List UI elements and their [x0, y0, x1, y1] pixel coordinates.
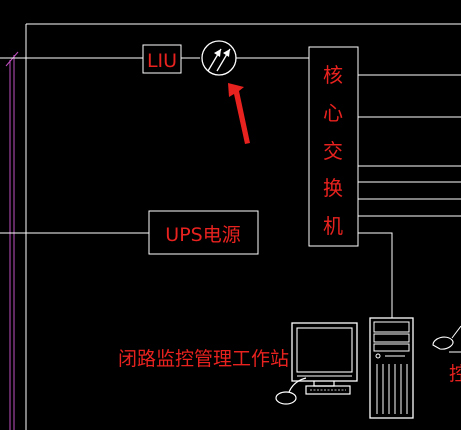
core-switch-box [308, 46, 359, 247]
monitor-icon [291, 322, 358, 395]
partial-device-icon [432, 325, 461, 353]
workstation-label: 闭路监控管理工作站 [118, 348, 289, 370]
ups-box [148, 210, 259, 255]
ups-label: UPS电源 [165, 224, 240, 246]
core-switch-char-5: 机 [323, 214, 343, 238]
pc-tower-icon [369, 317, 414, 419]
core-switch-char-2: 心 [323, 101, 343, 125]
core-switch-char-1: 核 [323, 63, 343, 87]
partial-edge-label: 控 [449, 363, 461, 385]
liu-box [142, 44, 182, 74]
optical-transceiver-icon [201, 40, 237, 76]
core-switch-char-3: 交 [323, 139, 343, 163]
mouse-icon [275, 377, 307, 405]
red-pointer-arrow-icon [228, 83, 250, 144]
liu-label: LIU [147, 50, 177, 72]
core-switch-char-4: 换 [323, 176, 343, 200]
switch-to-workstation-line [358, 232, 393, 318]
magenta-tick [5, 51, 19, 67]
